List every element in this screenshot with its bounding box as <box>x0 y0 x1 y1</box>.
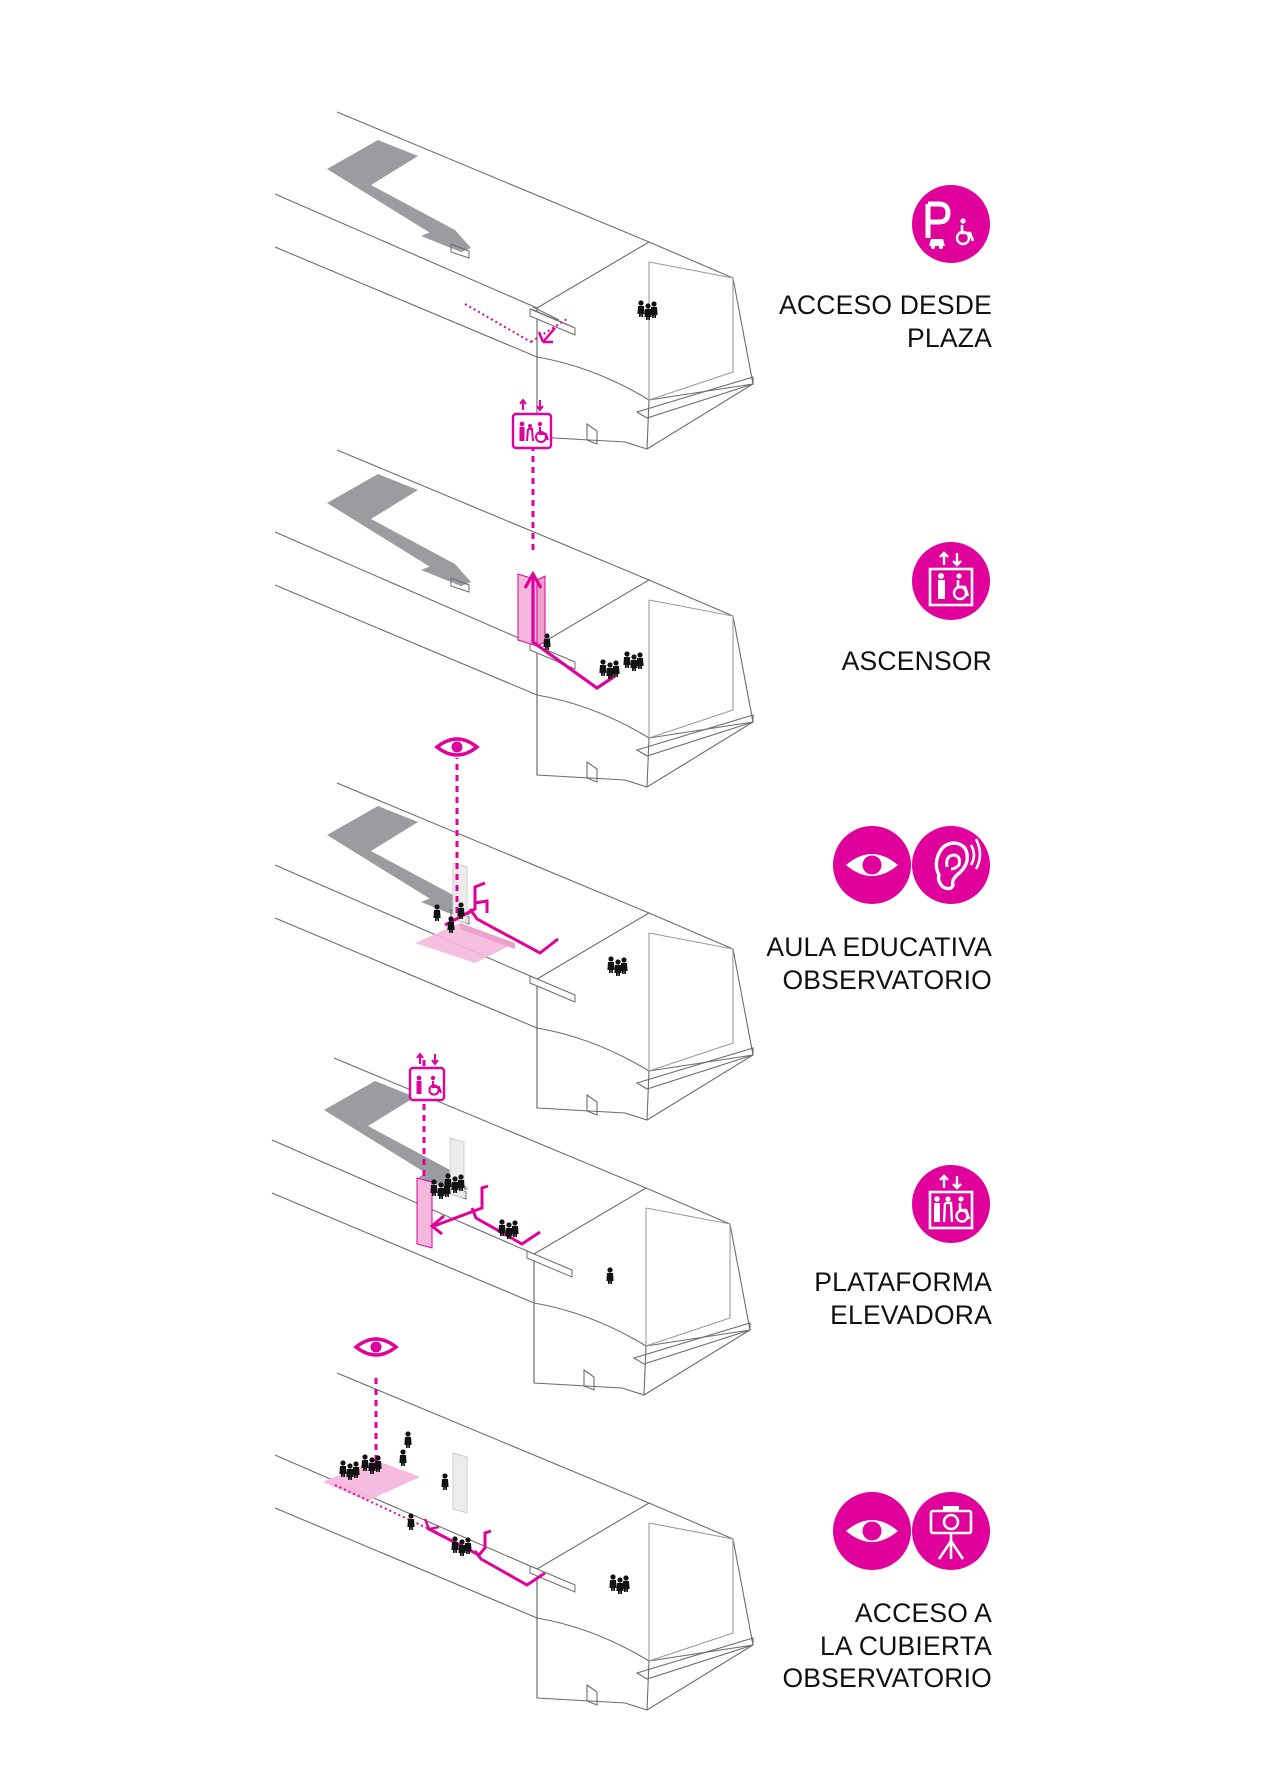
elevator-sign-icon <box>511 398 553 450</box>
label-line: OBSERVATORIO <box>782 964 992 995</box>
label-ascensor: ASCENSOR <box>842 645 992 678</box>
diagram-ascensor <box>274 398 754 788</box>
label-acceso-cubierta: ACCESO A LA CUBIERTA OBSERVATORIO <box>782 1597 992 1695</box>
label-line: PLATAFORMA <box>814 1267 992 1297</box>
label-aula-educativa: AULA EDUCATIVA OBSERVATORIO <box>766 931 992 996</box>
eye-icon <box>353 1337 399 1357</box>
label-line: PLAZA <box>907 322 992 353</box>
elevator-icon <box>912 542 990 620</box>
label-line: ASCENSOR <box>841 646 992 676</box>
ear-icon <box>912 826 990 904</box>
label-line: ELEVADORA <box>830 1299 992 1330</box>
eye-icon <box>833 826 911 904</box>
diagram-acceso-cubierta <box>274 1337 754 1711</box>
elevator-sign-icon <box>408 1052 446 1102</box>
diagram-plataforma-elevadora <box>271 1052 751 1396</box>
diagram-acceso-desde-plaza <box>274 111 754 450</box>
label-acceso-desde-plaza: ACCESO DESDE PLAZA <box>779 289 992 354</box>
label-plataforma-elevadora: PLATAFORMA ELEVADORA <box>814 1266 992 1331</box>
label-line: AULA EDUCATIVA <box>766 932 992 962</box>
elevator-icon <box>912 1165 990 1243</box>
label-line: OBSERVATORIO <box>782 1663 992 1693</box>
diagram-aula-educativa <box>274 737 754 1121</box>
label-line: ACCESO A <box>854 1598 992 1628</box>
label-line: LA CUBIERTA <box>819 1630 992 1661</box>
eye-icon <box>833 1492 911 1570</box>
parking-accessible-icon <box>912 185 990 263</box>
label-line: ACCESO DESDE <box>779 290 992 320</box>
eye-icon <box>434 737 480 757</box>
camera-tripod-icon <box>912 1492 990 1570</box>
